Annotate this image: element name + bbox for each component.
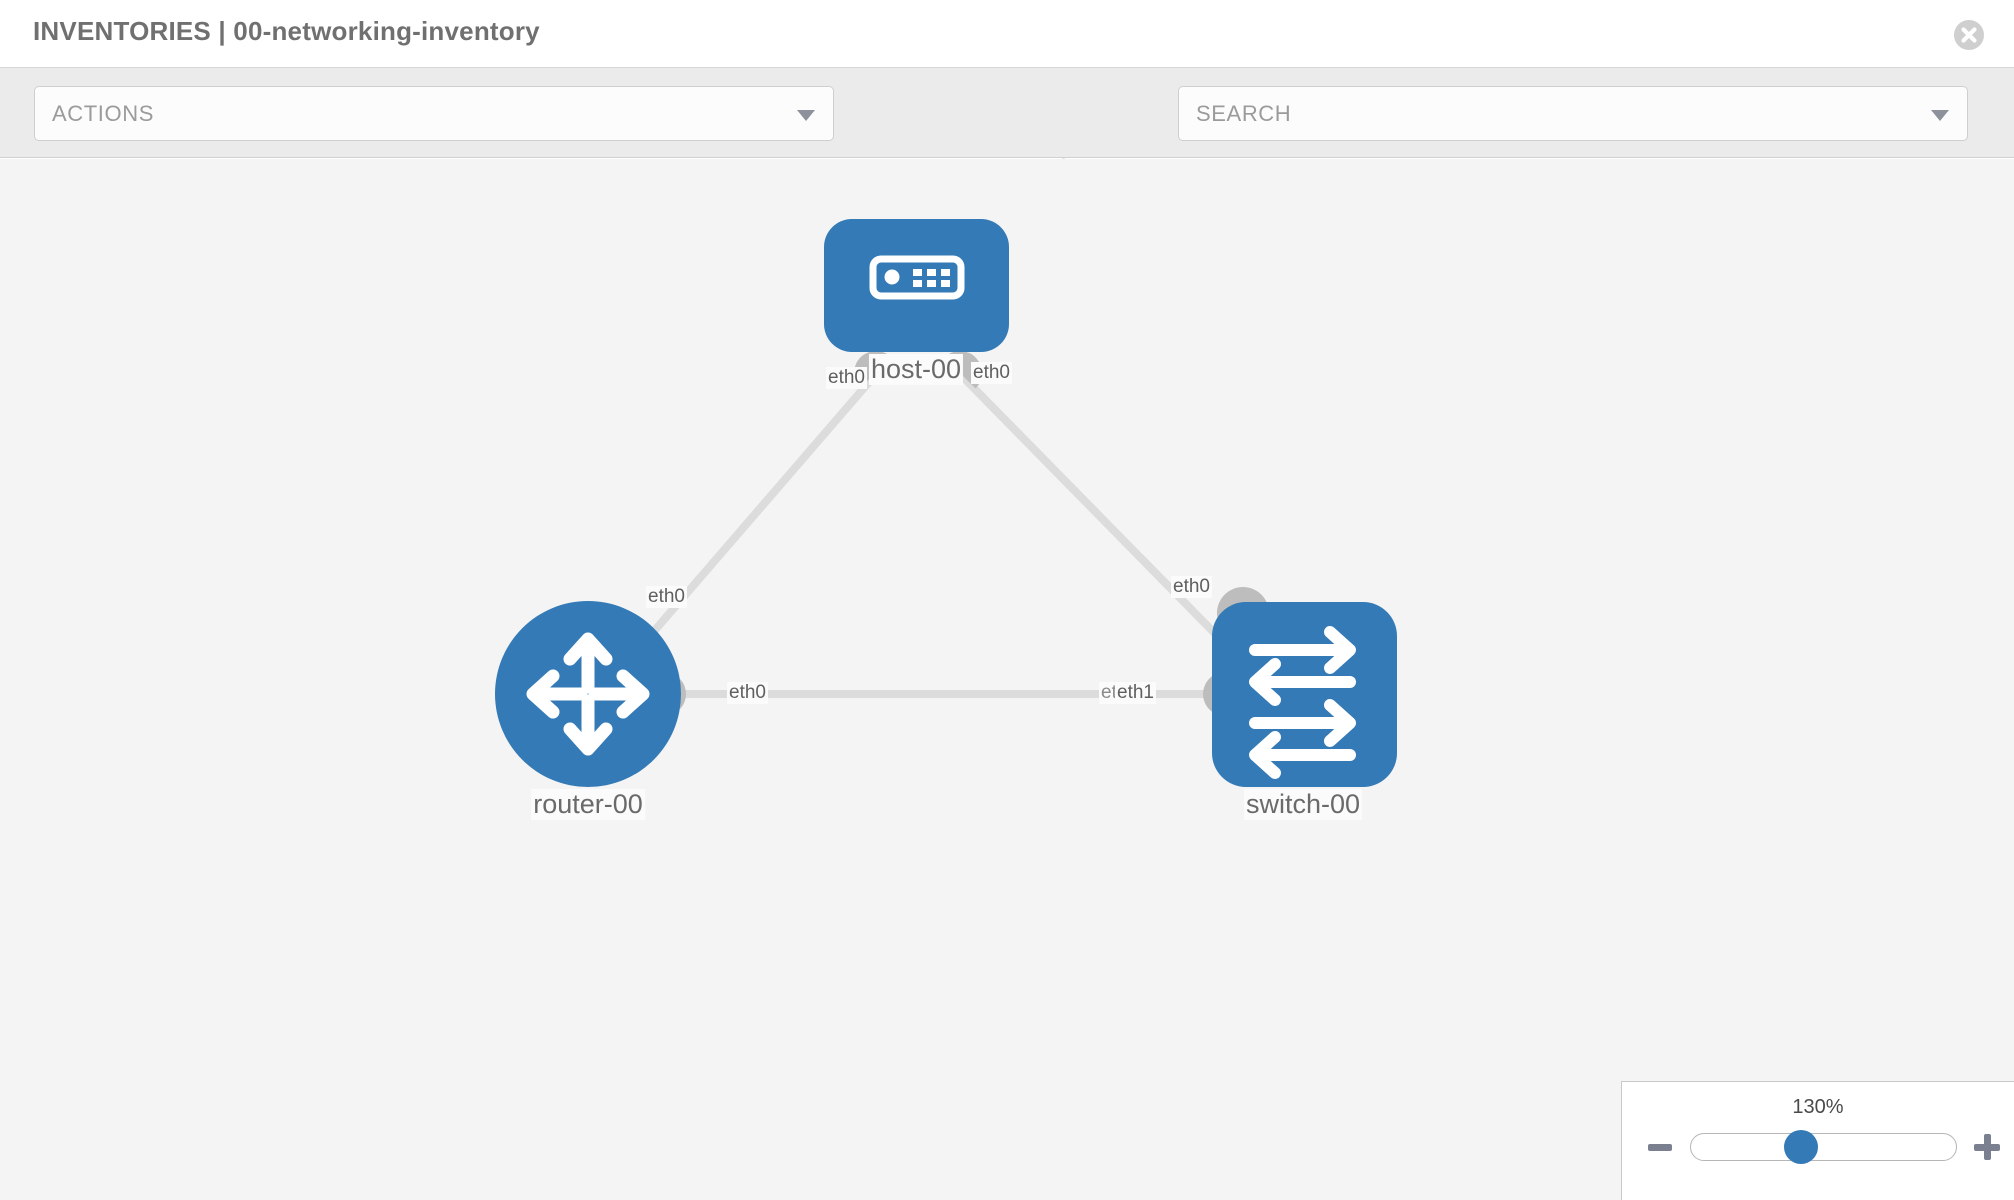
- topology-graph: [495, 219, 1397, 787]
- toolbar: ACTIONS SEARCH: [0, 68, 2014, 195]
- node-label-host-00: host-00: [868, 354, 964, 385]
- actions-dropdown-label: ACTIONS: [52, 101, 154, 126]
- search-placeholder: SEARCH: [1196, 101, 1292, 126]
- node-label-router-00: router-00: [531, 789, 645, 820]
- edge-label-host-right-eth: eth0: [971, 362, 1012, 384]
- zoom-slider-thumb[interactable]: [1784, 1130, 1818, 1164]
- edge-label-switch-up-eth: eth0: [1171, 576, 1212, 598]
- topology-canvas[interactable]: host-00 router-00 switch-00 eth0 eth0 et…: [0, 159, 2014, 1200]
- zoom-percent-label: 130%: [1792, 1096, 1844, 1118]
- page-title: INVENTORIES | 00-networking-inventory: [33, 16, 540, 46]
- zoom-in-button[interactable]: [1974, 1134, 2000, 1160]
- actions-dropdown[interactable]: ACTIONS: [34, 86, 834, 141]
- chevron-down-icon: [797, 110, 815, 121]
- node-label-switch-00: switch-00: [1243, 789, 1363, 820]
- zoom-out-button[interactable]: [1648, 1144, 1672, 1151]
- edge-label-router-right-eth: eth0: [727, 682, 768, 704]
- node-router-00[interactable]: [495, 601, 681, 787]
- node-host-00[interactable]: [824, 219, 1009, 352]
- zoom-control-panel: 130%: [1621, 1081, 2014, 1200]
- search-input[interactable]: SEARCH: [1178, 86, 1968, 141]
- edge-label-switch-left-eth: eth1: [1115, 682, 1156, 704]
- chevron-down-icon[interactable]: [1931, 110, 1949, 121]
- edge-host-switch: [957, 371, 1243, 662]
- zoom-slider-track[interactable]: [1690, 1133, 1957, 1161]
- edge-label-host-left-eth: eth0: [826, 367, 867, 389]
- page-header: INVENTORIES | 00-networking-inventory: [0, 0, 2014, 68]
- node-switch-00[interactable]: [1212, 602, 1397, 787]
- edge-label-router-up-eth: eth0: [646, 586, 687, 608]
- edge-host-router: [626, 371, 880, 662]
- close-icon[interactable]: [1954, 20, 1984, 50]
